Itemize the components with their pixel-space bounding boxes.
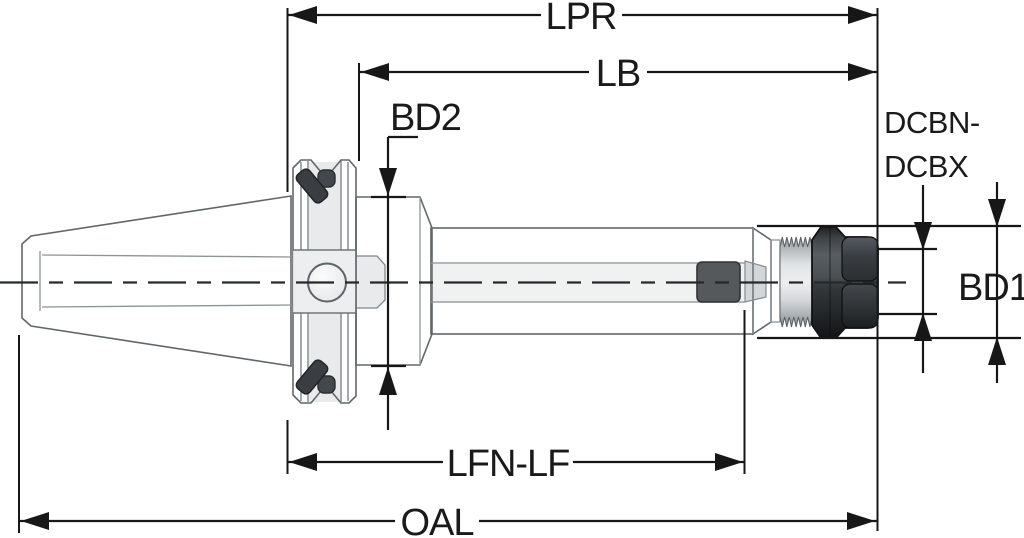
lfn-lf-label: LFN-LF — [447, 443, 570, 485]
nut-hex-face-lower — [841, 283, 879, 329]
dimension-lb: LB — [359, 53, 877, 95]
dimensions: LPR LB BD2 DCBN- DCBX — [18, 0, 1024, 538]
dimension-lfn-lf: LFN-LF — [287, 443, 744, 485]
shank-bore-line-bottom — [41, 304, 295, 308]
drive-slot-key-top — [317, 169, 336, 188]
nut-hex-face-upper — [841, 236, 879, 282]
drive-key-bottom — [295, 359, 329, 395]
drive-key-top — [295, 168, 329, 204]
taper-shank — [21, 195, 295, 367]
bd1-label: BD1 — [958, 267, 1024, 309]
dcbn-label-line2: DCBX — [884, 149, 969, 184]
shank-bore-line-top — [41, 254, 295, 258]
bd2-label: BD2 — [390, 97, 461, 139]
dimension-bd2: BD2 — [371, 97, 462, 430]
dimension-oal: OAL — [19, 502, 877, 538]
dcbn-label-line1: DCBN- — [884, 105, 980, 140]
dimension-bd1: BD1 — [757, 182, 1024, 383]
lb-label: LB — [596, 53, 640, 95]
thread-relief-neck — [770, 239, 781, 323]
oal-label: OAL — [400, 502, 473, 538]
lpr-label: LPR — [546, 0, 617, 38]
tool-holder-body — [0, 159, 906, 404]
drive-slot-key-bottom — [317, 375, 336, 394]
dimension-lpr: LPR — [287, 0, 877, 38]
cylindrical-body — [430, 226, 772, 336]
v-flange — [292, 159, 386, 404]
dimension-dcbn-dcbx: DCBN- DCBX — [877, 105, 980, 373]
